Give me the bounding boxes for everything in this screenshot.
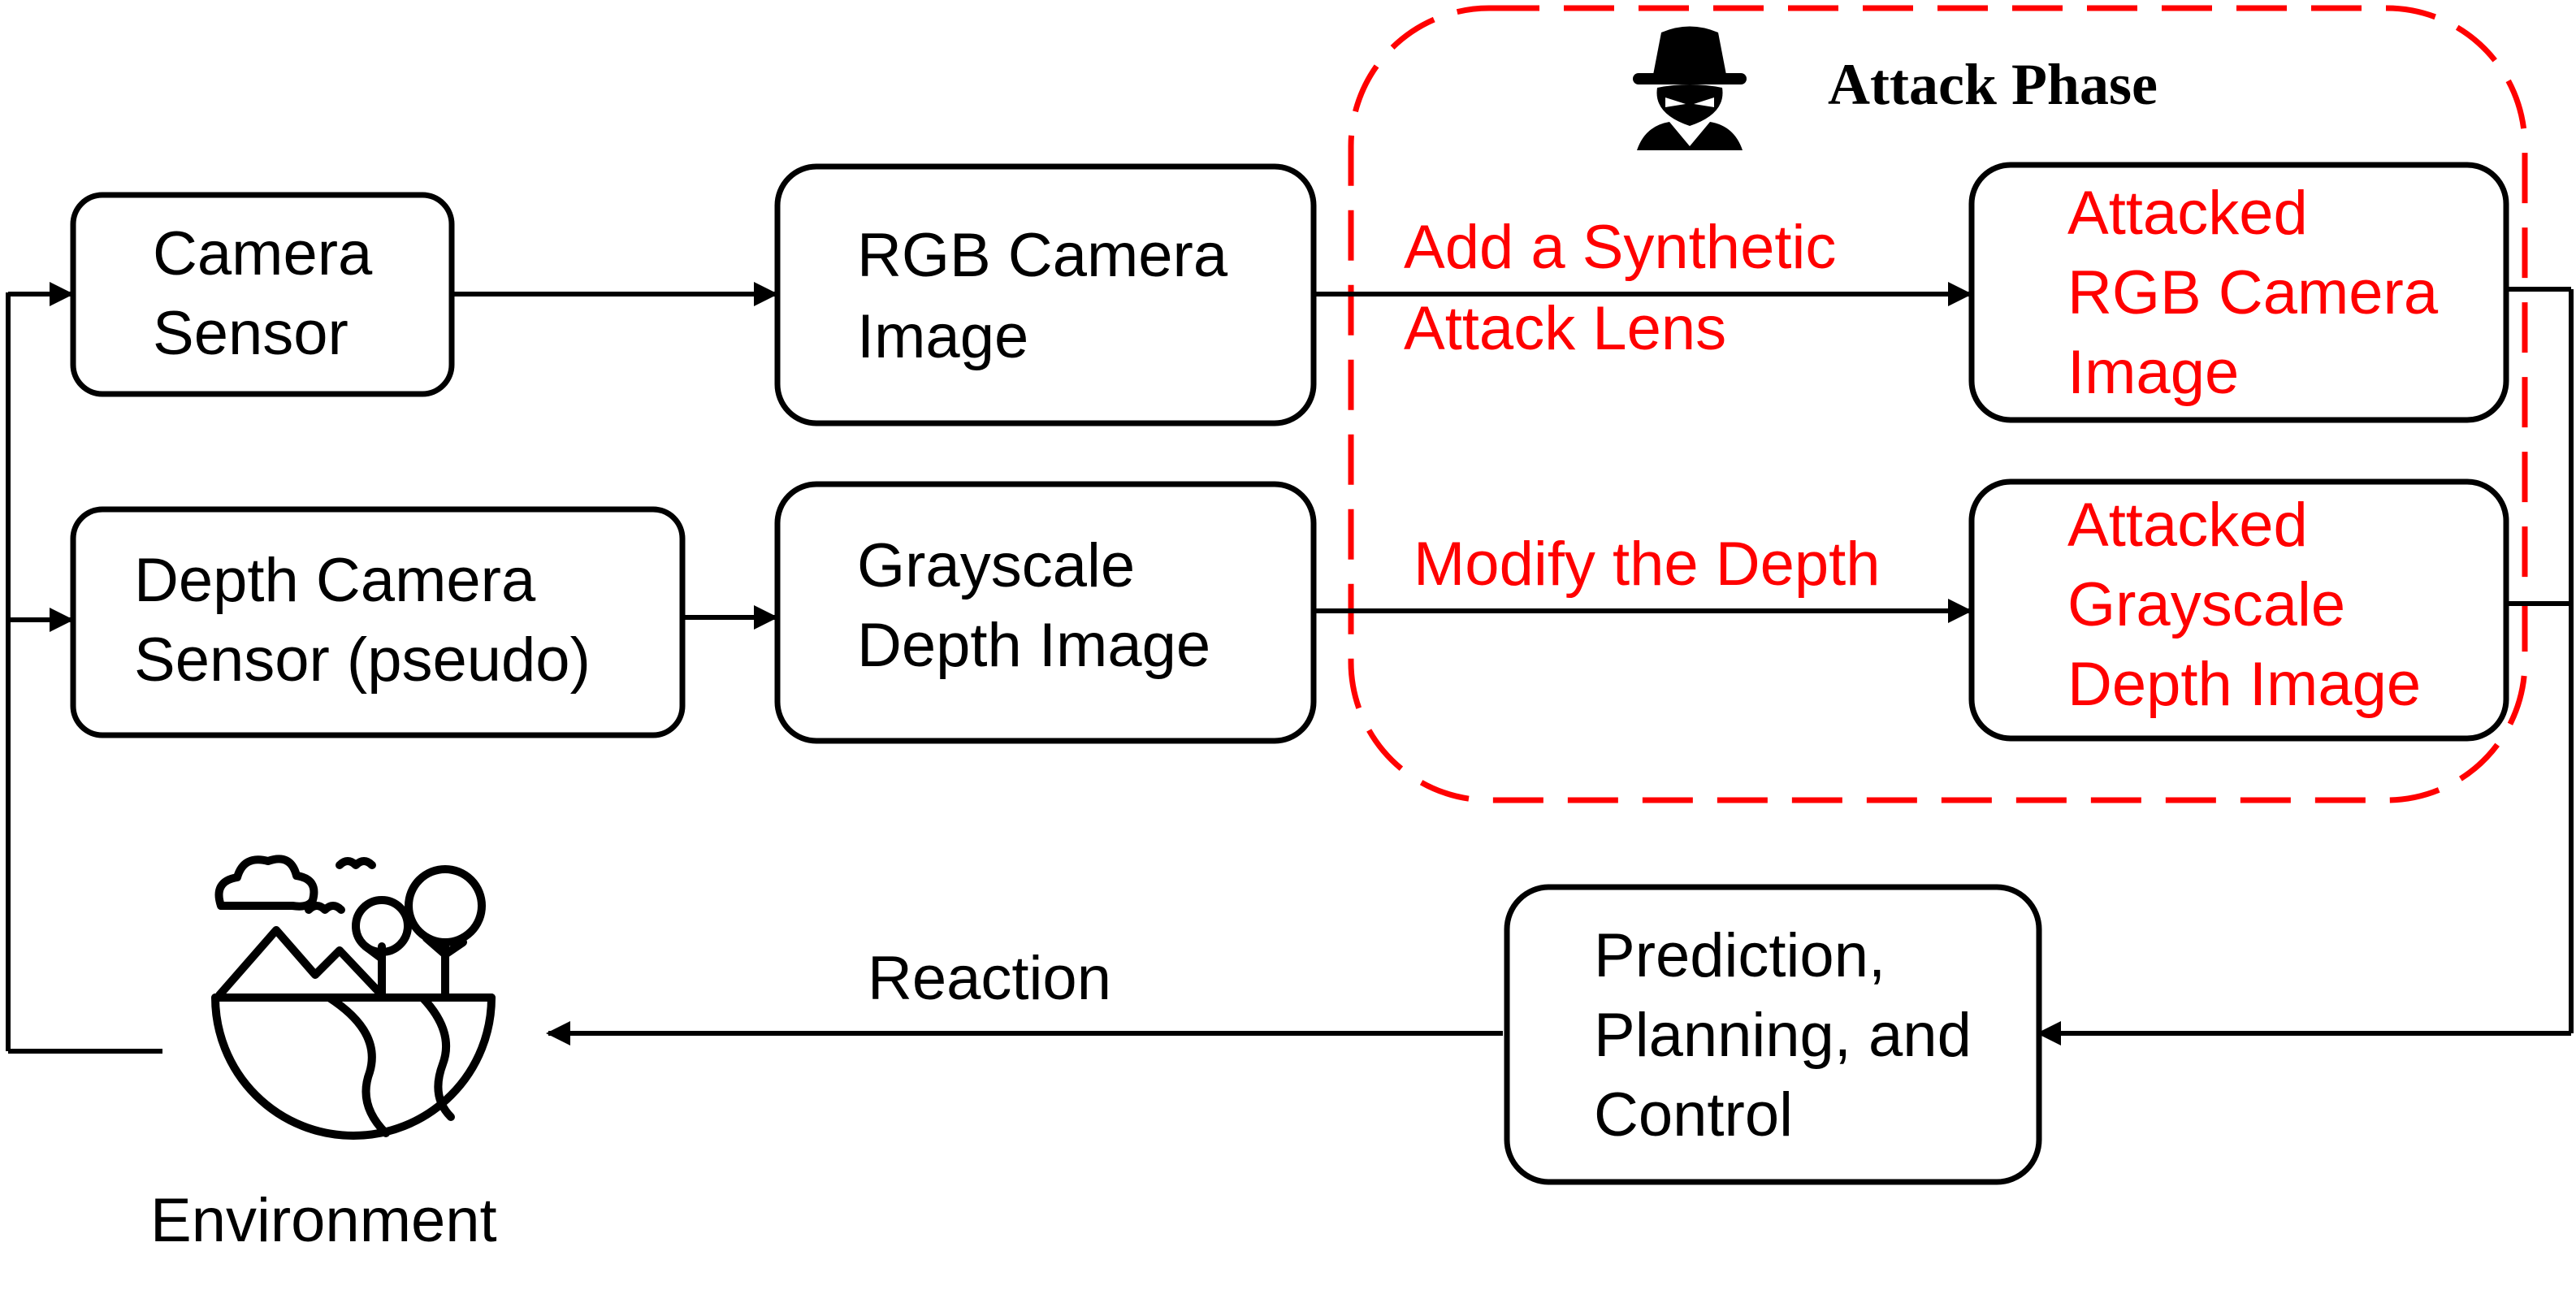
svg-text:Depth Image: Depth Image [2067, 650, 2421, 719]
svg-text:Prediction,: Prediction, [1594, 921, 1885, 990]
svg-text:Control: Control [1594, 1080, 1793, 1149]
svg-text:Image: Image [2067, 338, 2239, 407]
svg-text:Sensor (pseudo): Sensor (pseudo) [134, 626, 591, 695]
attack-phase-title: Attack Phase [1828, 52, 2158, 117]
svg-text:Depth Camera: Depth Camera [134, 546, 536, 615]
node-depth-sensor: Depth Camera Sensor (pseudo) [70, 506, 686, 738]
svg-text:Attacked: Attacked [2067, 179, 2308, 248]
node-ppc: Prediction, Planning, and Control [1504, 884, 2042, 1185]
edge-label-depth-attack: Modify the Depth [1414, 530, 1881, 599]
svg-text:Depth Image: Depth Image [857, 611, 1210, 680]
svg-text:Sensor: Sensor [153, 299, 349, 368]
svg-text:Image: Image [857, 302, 1028, 371]
edge-label-rgb-attack-2: Attack Lens [1404, 294, 1726, 363]
svg-text:Camera: Camera [153, 219, 373, 288]
spy-icon [1633, 26, 1747, 150]
environment-label: Environment [150, 1186, 497, 1255]
node-rgb-image: RGB Camera Image [774, 163, 1317, 426]
node-gray-image: Grayscale Depth Image [774, 481, 1317, 744]
node-camera-sensor: Camera Sensor [70, 192, 455, 397]
attack-phase-region [1348, 5, 2528, 803]
node-attacked-gray: Attacked Grayscale Depth Image [1968, 478, 2509, 742]
svg-text:RGB Camera: RGB Camera [2067, 258, 2439, 327]
edge-label-reaction: Reaction [868, 944, 1111, 1013]
connectors [6, 282, 2574, 1054]
svg-text:Grayscale: Grayscale [2067, 570, 2345, 639]
svg-text:Planning, and: Planning, and [1594, 1001, 1972, 1070]
edge-label-rgb-attack-1: Add a Synthetic [1404, 213, 1836, 282]
svg-text:RGB Camera: RGB Camera [857, 221, 1228, 290]
environment-icon [211, 855, 496, 1140]
svg-text:Attacked: Attacked [2067, 491, 2308, 560]
node-attacked-rgb: Attacked RGB Camera Image [1968, 162, 2509, 423]
svg-text:Grayscale: Grayscale [857, 531, 1135, 600]
